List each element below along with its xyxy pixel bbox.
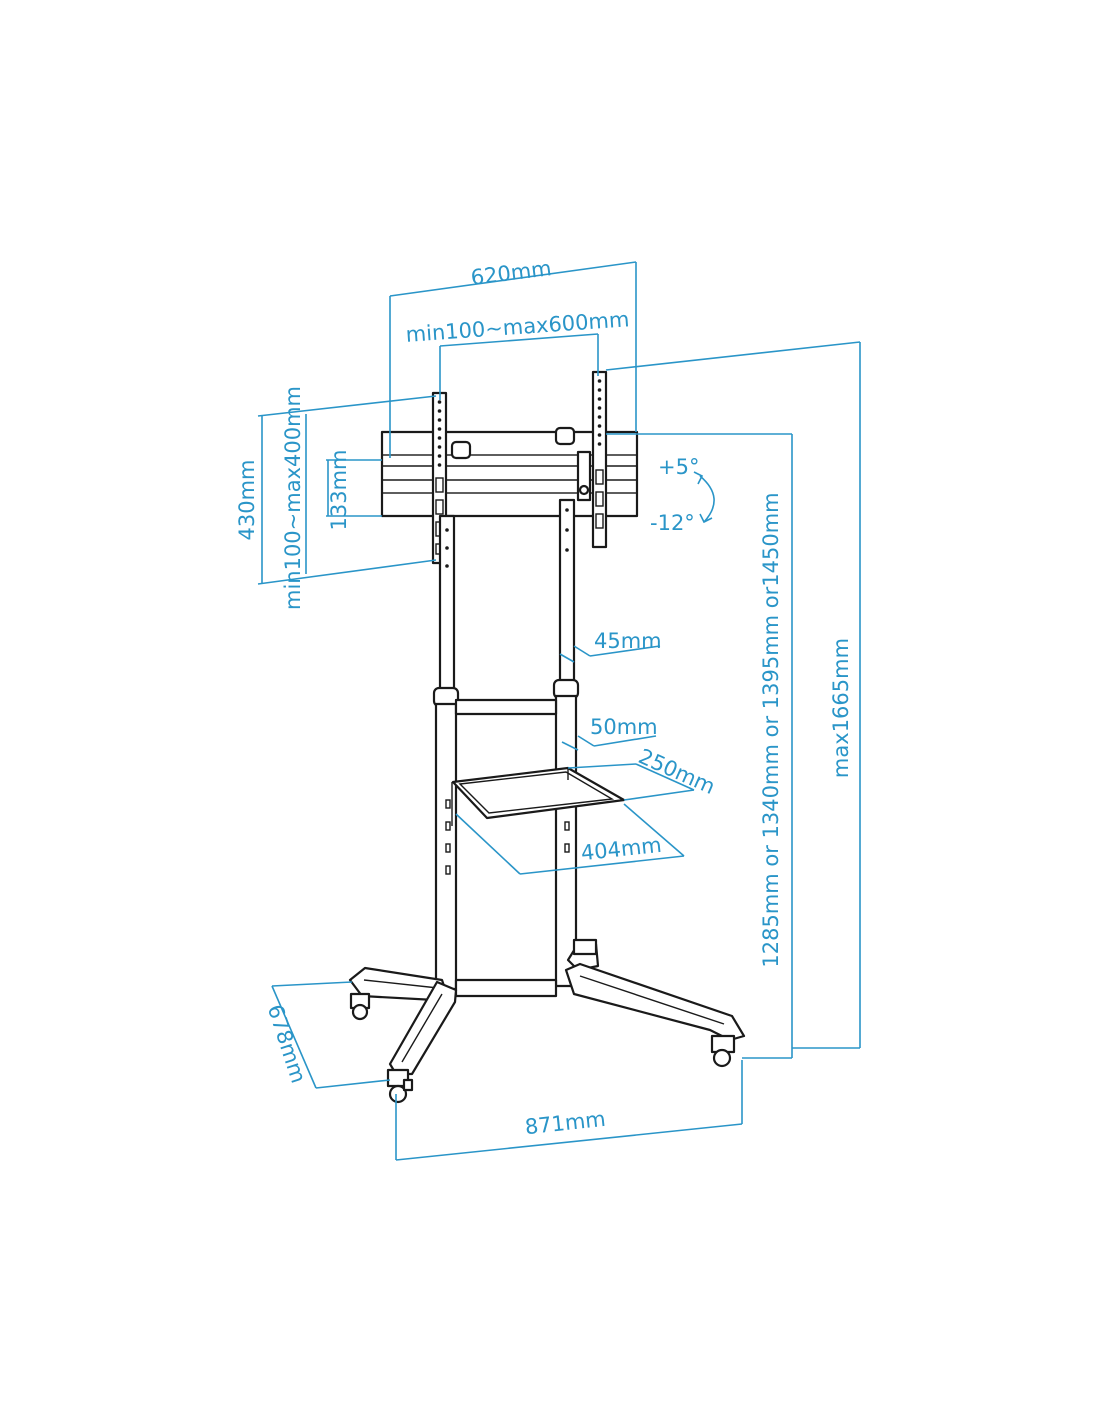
label-center-heights: 1285mm or 1340mm or 1395mm or1450mm xyxy=(759,492,783,967)
label-max-height: max1665mm xyxy=(829,638,853,778)
label-vesa-vertical: min100~max400mm xyxy=(281,386,305,610)
label-base-depth: 678mm xyxy=(263,1002,311,1086)
lower-cross-brace xyxy=(454,978,558,998)
base-foot-right-front xyxy=(564,962,746,1068)
vesa-arm-right xyxy=(576,370,608,549)
column-left xyxy=(432,514,460,991)
label-shelf-depth: 250mm xyxy=(635,744,719,799)
dimension-lines xyxy=(257,261,861,1161)
label-lower-tube: 50mm xyxy=(590,715,658,739)
dimension-labels: 620mm min100~max600mm 430mm min100~max40… xyxy=(235,256,853,1139)
label-tilt-down: -12° xyxy=(650,511,695,535)
label-overall-width: 620mm xyxy=(469,256,552,290)
label-bar-height: 133mm xyxy=(327,450,351,531)
label-upper-tube: 45mm xyxy=(594,629,662,653)
shelf xyxy=(451,766,626,826)
label-bracket-height: 430mm xyxy=(235,460,259,541)
label-base-width: 871mm xyxy=(524,1107,607,1139)
column-right xyxy=(552,498,580,988)
label-tilt-up: +5° xyxy=(658,455,699,479)
tv-stand-drawing xyxy=(348,370,746,1104)
base-foot-left-front xyxy=(386,980,458,1104)
upper-cross-brace xyxy=(454,698,558,716)
